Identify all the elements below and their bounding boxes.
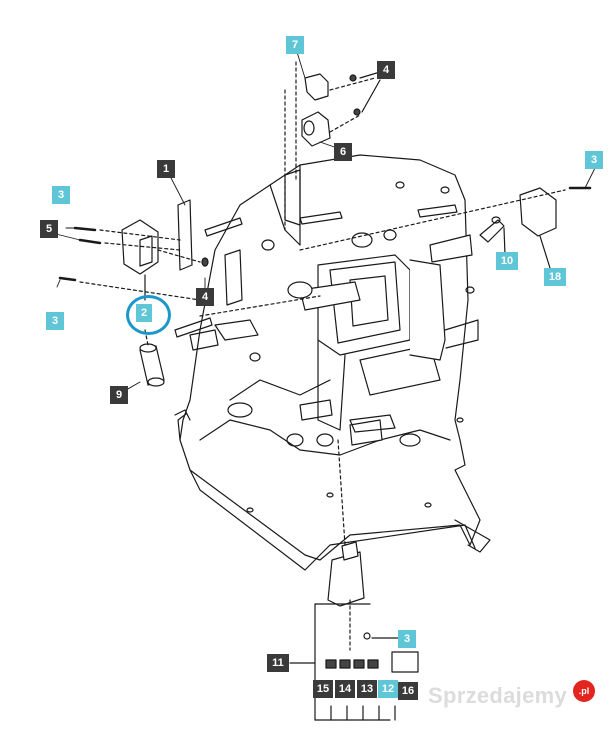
callout-2[interactable]: 2 [136, 304, 152, 322]
callout-6[interactable]: 6 [334, 143, 352, 161]
lower-module-11 [289, 439, 419, 721]
callout-4a[interactable]: 4 [377, 61, 395, 79]
callout-10[interactable]: 10 [496, 252, 518, 270]
left-screws [58, 226, 321, 317]
callout-15[interactable]: 15 [313, 680, 333, 698]
callout-1[interactable]: 1 [157, 160, 175, 178]
left-bracket [174, 199, 261, 421]
right-slots [299, 181, 475, 294]
callout-3a[interactable]: 3 [52, 186, 70, 204]
part-7-6-top [284, 61, 381, 231]
callout-3b[interactable]: 3 [46, 312, 64, 330]
callout-9[interactable]: 9 [110, 386, 128, 404]
callout-11[interactable]: 11 [267, 654, 289, 672]
watermark-text: Sprzedajemy [428, 683, 568, 708]
callout-12[interactable]: 12 [378, 680, 398, 698]
callout-13[interactable]: 13 [357, 680, 377, 698]
callout-7[interactable]: 7 [286, 36, 304, 54]
central-bracket [287, 234, 479, 446]
callout-3d[interactable]: 3 [398, 630, 416, 648]
watermark-badge: .pl [573, 680, 595, 702]
callout-4b[interactable]: 4 [196, 288, 214, 306]
part-9-cylinder [139, 329, 165, 387]
callout-5[interactable]: 5 [40, 220, 58, 238]
callout-14[interactable]: 14 [335, 680, 355, 698]
highlight-ring-callout-2 [126, 295, 171, 335]
callout-16[interactable]: 16 [398, 682, 418, 700]
callout-3c[interactable]: 3 [585, 151, 603, 169]
callout-18[interactable]: 18 [544, 268, 566, 286]
parts-10-18-right [299, 186, 592, 269]
